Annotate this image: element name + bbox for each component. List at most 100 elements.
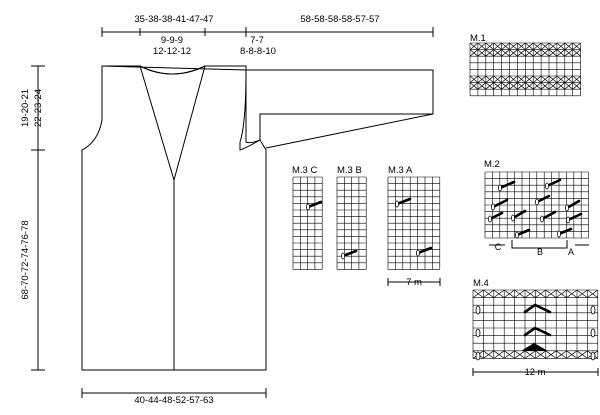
yarn-over-symbol bbox=[497, 184, 502, 192]
cross-symbol bbox=[524, 350, 536, 359]
section-bracket bbox=[489, 240, 589, 249]
cross-symbol bbox=[493, 82, 502, 90]
chart-m3c-title: M.3 C bbox=[292, 165, 317, 176]
cross-symbol bbox=[493, 49, 502, 57]
cross-symbol bbox=[524, 289, 536, 298]
bottom-dimension: 40-44-48-52-57-63 bbox=[81, 388, 267, 406]
cross-symbol bbox=[501, 75, 510, 83]
cross-symbol bbox=[532, 82, 542, 90]
cross-symbol bbox=[525, 82, 534, 90]
cross-symbol bbox=[555, 289, 567, 298]
cross-symbol bbox=[517, 49, 526, 57]
armhole-label-1: 19-20-21 bbox=[20, 89, 31, 127]
cross-symbol bbox=[517, 75, 526, 83]
cable-stitch-symbol bbox=[416, 246, 433, 255]
cross-symbol bbox=[535, 350, 547, 359]
cable-stitch-symbol bbox=[491, 198, 509, 209]
cable-stitch-symbol bbox=[557, 227, 573, 236]
cross-symbol bbox=[503, 350, 515, 359]
yarn-over-symbol bbox=[535, 198, 540, 206]
cross-symbol bbox=[509, 49, 518, 57]
yarn-over-symbol bbox=[590, 305, 596, 315]
yarn-over-symbol bbox=[510, 214, 515, 222]
cross-symbol bbox=[509, 82, 518, 90]
cross-symbol bbox=[548, 75, 558, 83]
front-label-1: 7-7 bbox=[250, 35, 264, 46]
cross-symbol bbox=[477, 82, 487, 90]
cross-symbol bbox=[485, 82, 494, 90]
cross-symbol bbox=[566, 289, 578, 298]
cross-symbol bbox=[509, 75, 518, 83]
chart-m3b-title: M.3 B bbox=[337, 165, 362, 176]
cable-stitch-symbol bbox=[540, 210, 557, 221]
cardigan-schematic bbox=[81, 65, 434, 371]
chart-m2-b-label: B bbox=[537, 247, 543, 257]
cable-stitch-symbol bbox=[515, 228, 531, 237]
top-dimension: 35-38-38-41-47-47 9-9-9 12-12-12 7-7 8-8… bbox=[101, 14, 434, 57]
cross-symbol bbox=[493, 42, 502, 50]
chart-m4: M.4 12 m bbox=[472, 278, 599, 378]
decrease-symbol bbox=[523, 326, 552, 337]
cable-stitch-symbol bbox=[511, 209, 527, 220]
chart-m3a-title: M.3 A bbox=[388, 165, 413, 176]
length-label: 68-70-72-74-76-78 bbox=[20, 220, 31, 299]
front-label-2: 8-8-8-10 bbox=[240, 46, 276, 57]
cross-symbol bbox=[525, 75, 534, 83]
yarn-over-symbol bbox=[394, 200, 399, 208]
cross-symbol bbox=[576, 350, 588, 359]
cross-symbol bbox=[564, 42, 573, 50]
cross-symbol bbox=[532, 42, 542, 50]
cross-symbol bbox=[469, 75, 479, 83]
cross-symbol bbox=[483, 289, 495, 298]
cross-symbol bbox=[548, 49, 558, 57]
cross-symbol bbox=[501, 42, 510, 50]
cross-symbol bbox=[566, 350, 578, 359]
cable-stitch-symbol bbox=[498, 180, 516, 190]
cross-symbol bbox=[469, 82, 479, 90]
cable-stitch-symbol bbox=[535, 194, 551, 204]
yarn-over-symbol bbox=[487, 215, 492, 223]
cross-symbol bbox=[469, 49, 479, 57]
cross-symbol bbox=[493, 75, 502, 83]
chart-m2-c-label: C bbox=[495, 242, 502, 252]
cross-symbol bbox=[535, 289, 547, 298]
cross-symbol bbox=[469, 42, 479, 50]
yarn-over-symbol bbox=[540, 215, 545, 223]
cross-symbol bbox=[545, 350, 557, 359]
chart-m2-a-label: A bbox=[568, 247, 574, 257]
cross-symbol bbox=[556, 49, 566, 57]
cross-symbol bbox=[514, 350, 526, 359]
chart-m3c: M.3 C bbox=[292, 165, 323, 270]
cross-symbol bbox=[564, 82, 573, 90]
cross-symbol bbox=[493, 350, 505, 359]
neck-label-2: 12-12-12 bbox=[153, 46, 191, 57]
yarn-over-symbol bbox=[566, 216, 571, 224]
cross-symbol bbox=[540, 49, 550, 57]
cross-symbol bbox=[540, 75, 550, 83]
cross-symbol bbox=[472, 289, 484, 298]
yarn-over-symbol bbox=[565, 204, 570, 212]
chart-m4-width-label: 12 m bbox=[524, 367, 545, 378]
bottom-width-label: 40-44-48-52-57-63 bbox=[134, 395, 213, 406]
cross-symbol bbox=[477, 49, 487, 57]
yarn-over-symbol bbox=[515, 231, 520, 239]
cross-symbol bbox=[564, 75, 573, 83]
cross-symbol bbox=[485, 42, 494, 50]
cross-symbol bbox=[483, 350, 495, 359]
cross-symbol bbox=[576, 289, 588, 298]
cross-symbol bbox=[540, 82, 550, 90]
double-decrease-symbol bbox=[521, 343, 548, 351]
cable-stitch-symbol bbox=[488, 211, 504, 221]
cable-stitch-symbol bbox=[341, 249, 358, 258]
cross-symbol bbox=[555, 350, 567, 359]
yarn-over-symbol bbox=[415, 249, 420, 257]
cross-symbol bbox=[525, 42, 534, 50]
left-dimensions: 19-20-21 22-23-24 68-70-72-74-76-78 bbox=[20, 65, 45, 371]
yarn-over-symbol bbox=[590, 351, 596, 361]
chart-m1: M.1 bbox=[469, 33, 581, 97]
cable-stitch-symbol bbox=[565, 199, 581, 210]
cable-stitch-symbol bbox=[395, 197, 412, 206]
cross-symbol bbox=[501, 82, 510, 90]
neck-label-1: 9-9-9 bbox=[161, 35, 183, 46]
cross-symbol bbox=[509, 42, 518, 50]
